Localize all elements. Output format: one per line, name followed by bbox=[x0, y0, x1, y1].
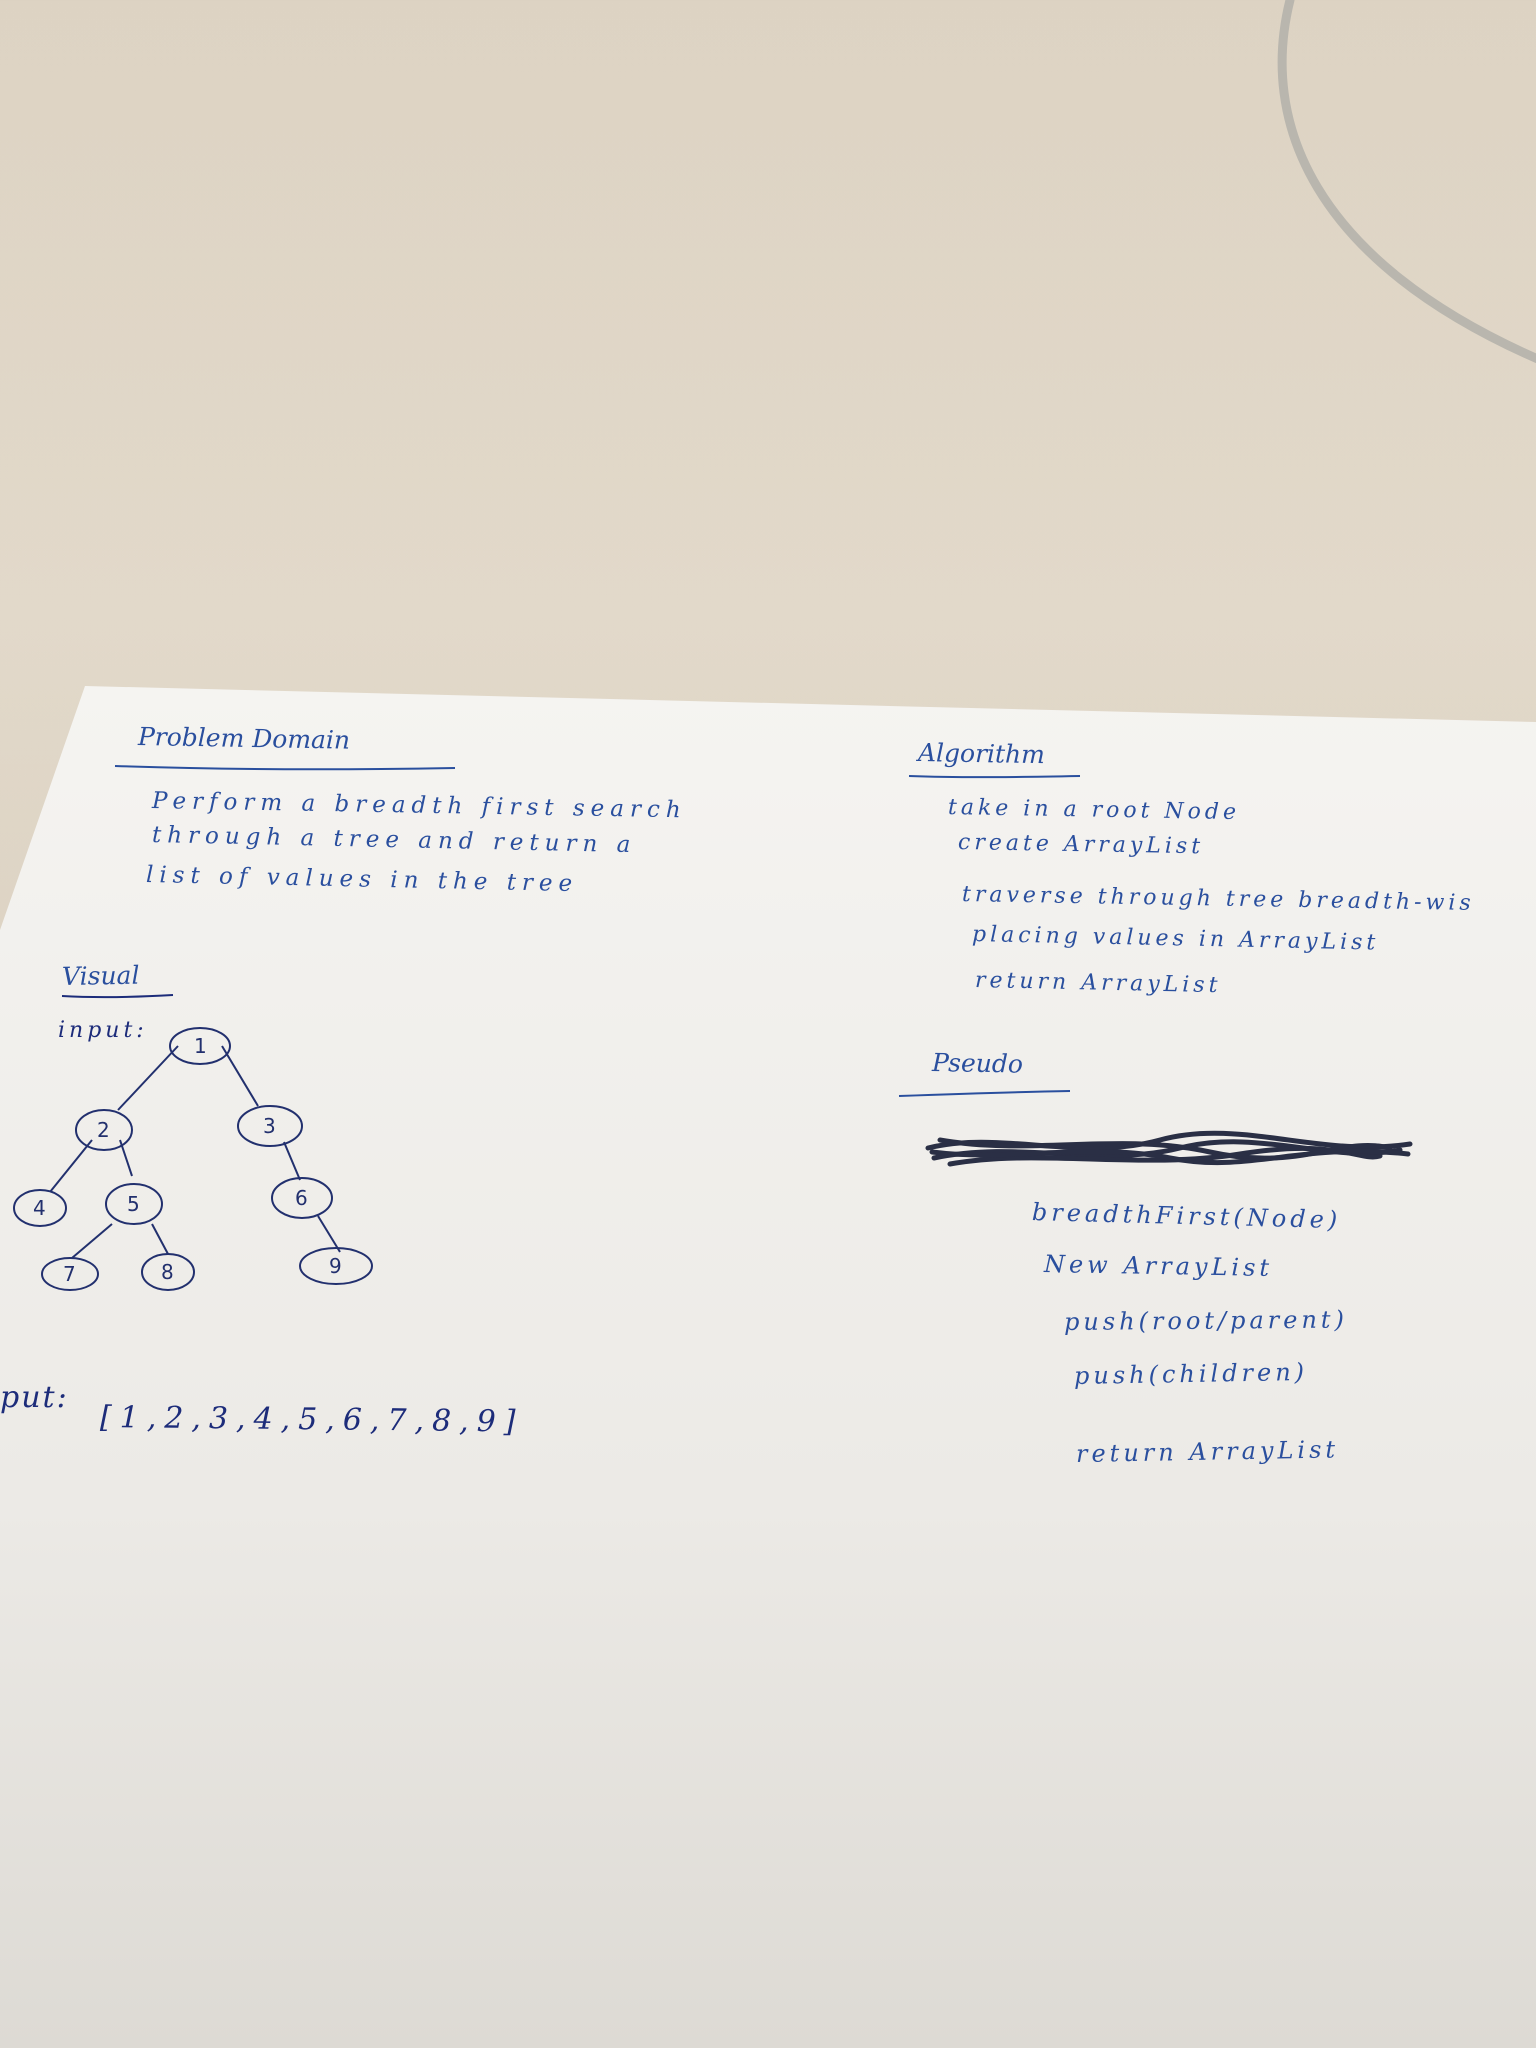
output-label: put: bbox=[0, 1380, 69, 1415]
tree-node-4-label: 4 bbox=[33, 1196, 46, 1220]
problem-domain-underline bbox=[114, 765, 456, 771]
algorithm-heading: Algorithm bbox=[917, 738, 1046, 770]
tree-node-8-label: 8 bbox=[161, 1260, 174, 1284]
tree-node-2 bbox=[75, 1109, 133, 1151]
pseudo-underline bbox=[898, 1090, 1071, 1097]
tree-node-9-label: 9 bbox=[329, 1254, 342, 1278]
tree-node-1 bbox=[169, 1027, 231, 1065]
visual-input-label: input: bbox=[58, 1018, 148, 1043]
pseudo-line-5: return ArrayList bbox=[1075, 1435, 1340, 1468]
algorithm-line-2: create ArrayList bbox=[957, 830, 1205, 860]
visual-heading: Visual bbox=[61, 960, 140, 991]
problem-domain-heading: Problem Domain bbox=[137, 722, 351, 755]
tree-node-8 bbox=[141, 1253, 195, 1291]
pseudo-line-4: push(children) bbox=[1073, 1357, 1309, 1390]
tree-node-4 bbox=[13, 1189, 67, 1227]
tree-node-6-label: 6 bbox=[295, 1186, 308, 1210]
tree-node-7-label: 7 bbox=[63, 1262, 76, 1286]
tree-node-2-label: 2 bbox=[97, 1118, 110, 1142]
tree-node-3 bbox=[237, 1105, 303, 1147]
output-value: [1,2,3,4,5,6,7,8,9] bbox=[99, 1400, 524, 1440]
visual-underline bbox=[61, 994, 174, 999]
tree-node-7 bbox=[41, 1257, 99, 1291]
pseudo-line-3: push(root/parent) bbox=[1063, 1305, 1348, 1336]
tree-node-6 bbox=[271, 1177, 333, 1219]
pseudo-line-2: New ArrayList bbox=[1043, 1250, 1274, 1282]
algorithm-line-5: return ArrayList bbox=[974, 968, 1222, 999]
tree-node-3-label: 3 bbox=[263, 1114, 276, 1138]
tree-node-9 bbox=[299, 1247, 373, 1285]
tree-node-5-label: 5 bbox=[127, 1192, 140, 1216]
pseudo-heading: Pseudo bbox=[931, 1048, 1024, 1079]
algorithm-underline bbox=[908, 775, 1081, 779]
tree-node-5 bbox=[105, 1183, 163, 1225]
algorithm-line-1: take in a root Node bbox=[947, 795, 1241, 826]
cable bbox=[1277, 0, 1536, 364]
scribbled-out-text bbox=[925, 1130, 1413, 1167]
binary-tree-diagram: 1 2 3 4 5 6 7 8 9 bbox=[13, 1027, 373, 1291]
tree-node-1-label: 1 bbox=[194, 1034, 207, 1058]
